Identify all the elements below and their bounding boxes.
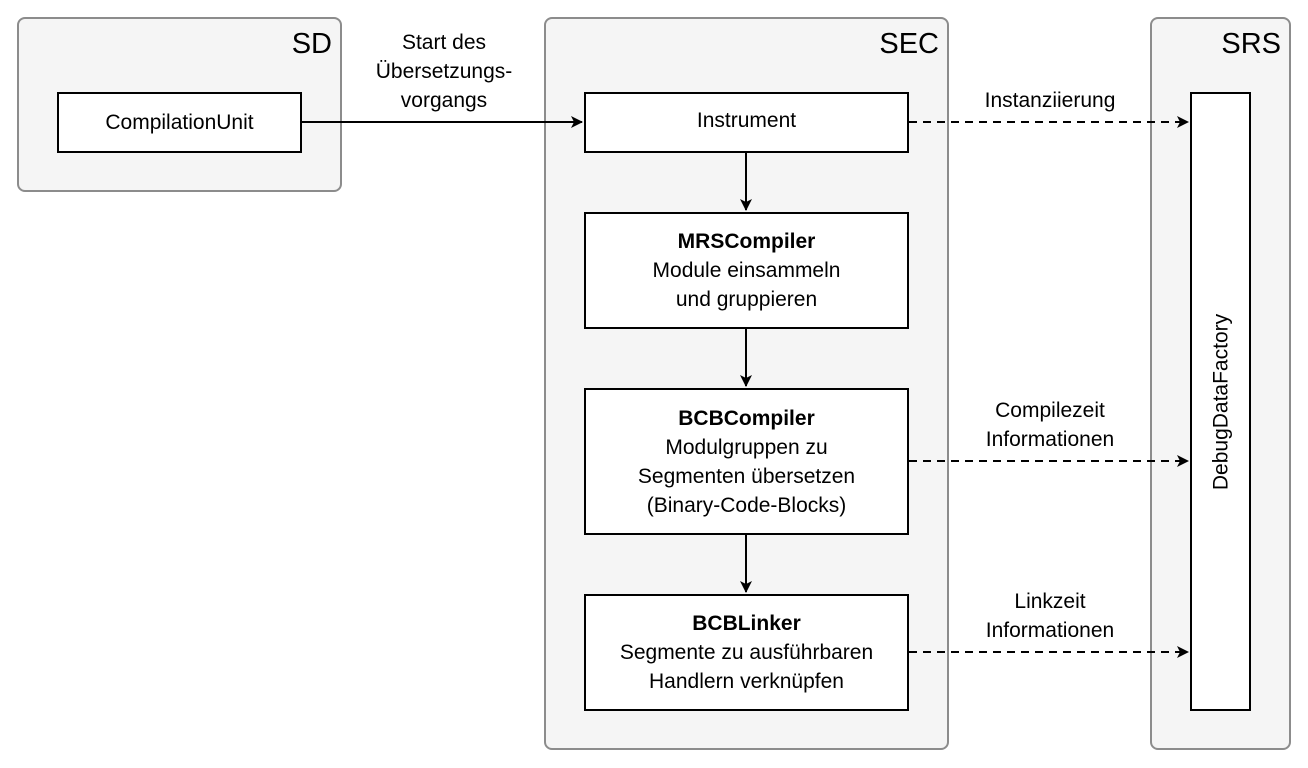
group-sec-title: SEC <box>879 28 939 60</box>
node-compilation-unit: CompilationUnit <box>57 92 302 153</box>
node-bcb-linker-line1: Segmente zu ausführbaren <box>619 641 874 664</box>
edge-start-label-line1: Start des <box>401 31 487 54</box>
edge-start-label-line2: Übersetzungs- <box>375 60 513 83</box>
node-bcb-compiler: BCBCompiler Modulgruppen zu Segmenten üb… <box>584 388 909 535</box>
node-instrument-label: Instrument <box>696 109 797 132</box>
edge-start-label: Start des Übersetzungs- vorgangs <box>344 28 544 115</box>
node-compilation-unit-label: CompilationUnit <box>105 111 254 134</box>
edge-linkzeit-label: Linkzeit Informationen <box>950 587 1150 645</box>
node-mrs-compiler-line2: und gruppieren <box>675 288 818 311</box>
edge-instanziierung-label: Instanziierung <box>950 86 1150 115</box>
edge-instanziierung-label-text: Instanziierung <box>984 89 1116 112</box>
edge-compilezeit-label-line2: Informationen <box>985 428 1115 451</box>
group-sd-title: SD <box>291 28 332 60</box>
node-debug-data-factory-label: DebugDataFactory <box>1209 313 1232 490</box>
node-bcb-compiler-title: BCBCompiler <box>678 406 815 430</box>
edge-linkzeit-label-line2: Informationen <box>985 619 1115 642</box>
edge-start-label-line3: vorgangs <box>400 89 488 112</box>
edge-linkzeit-label-line1: Linkzeit <box>1014 590 1086 613</box>
node-bcb-linker: BCBLinker Segmente zu ausführbaren Handl… <box>584 594 909 711</box>
node-debug-data-factory: DebugDataFactory <box>1190 92 1251 711</box>
node-instrument: Instrument <box>584 92 909 153</box>
node-bcb-linker-title: BCBLinker <box>692 612 801 635</box>
node-mrs-compiler-title: MRSCompiler <box>677 230 816 253</box>
node-bcb-compiler-line1: Modulgruppen zu <box>665 435 828 459</box>
node-bcb-compiler-line2: Segmenten übersetzen <box>637 464 856 488</box>
node-mrs-compiler-line1: Module einsammeln <box>652 259 841 282</box>
group-srs-title: SRS <box>1221 28 1281 60</box>
edge-compilezeit-label-line1: Compilezeit <box>995 399 1105 422</box>
node-mrs-compiler: MRSCompiler Module einsammeln und gruppi… <box>584 212 909 329</box>
node-bcb-linker-line2: Handlern verknüpfen <box>649 670 844 693</box>
node-bcb-compiler-line3: (Binary-Code-Blocks) <box>646 493 847 517</box>
edge-compilezeit-label: Compilezeit Informationen <box>950 396 1150 454</box>
